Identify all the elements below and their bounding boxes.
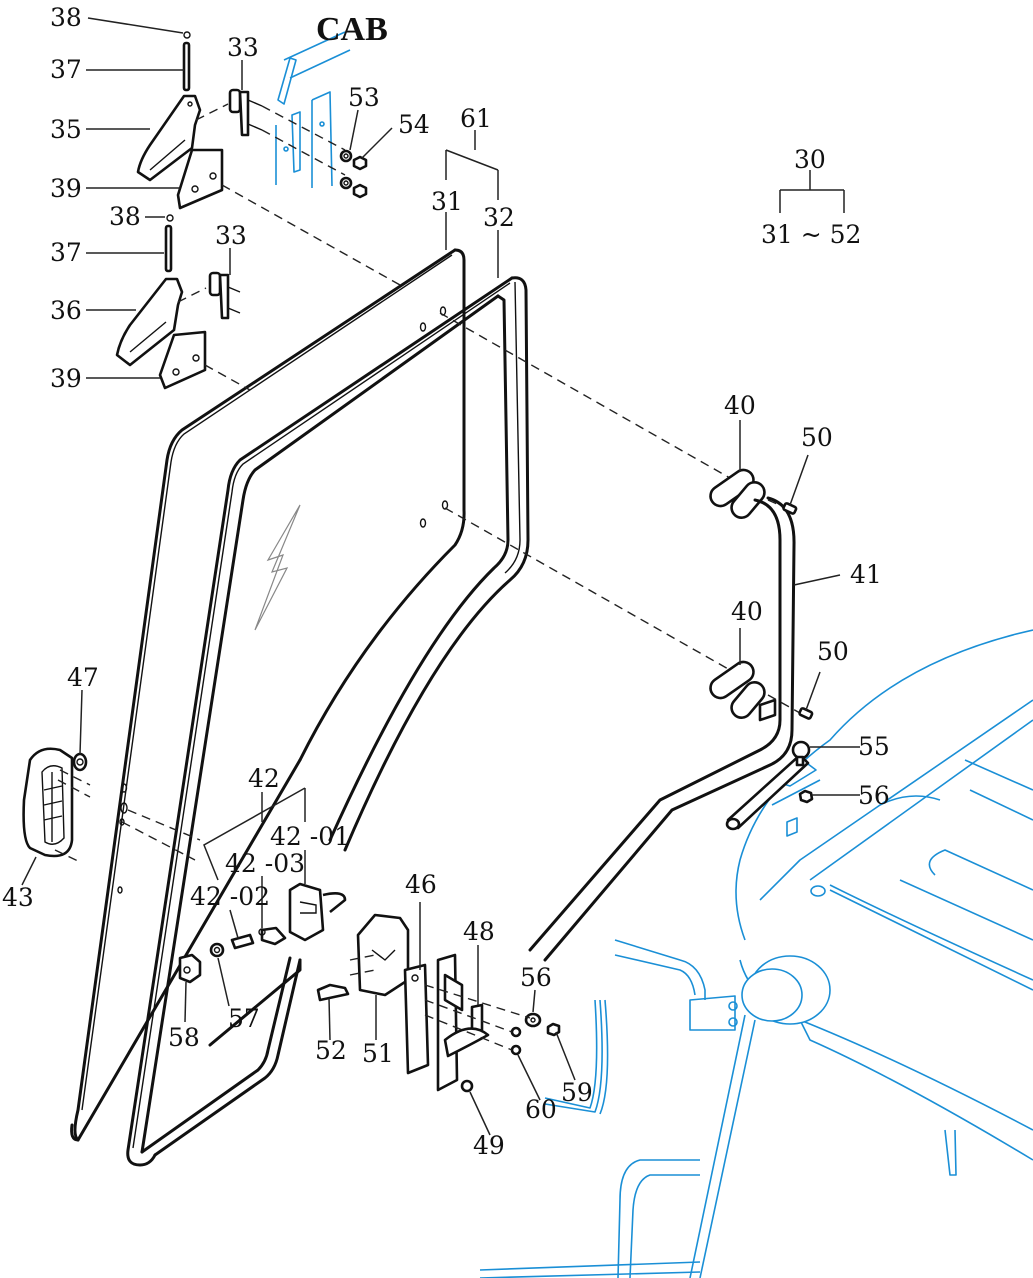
callout-38: 38 xyxy=(109,202,141,231)
part-31-door-glass xyxy=(70,248,466,1142)
callout-42-03: 42 -03 xyxy=(225,849,305,878)
upper-hinge-group xyxy=(136,31,401,286)
page-title: CAB xyxy=(316,11,388,48)
callout-33: 33 xyxy=(215,221,247,250)
callout-35: 35 xyxy=(50,115,82,144)
callout-38: 38 xyxy=(50,3,82,32)
callout-47: 47 xyxy=(67,663,99,692)
callout-61: 61 xyxy=(460,104,492,133)
grab-handle-group xyxy=(439,312,814,962)
gas-strut-group xyxy=(725,740,814,831)
callout-58: 58 xyxy=(168,1023,200,1052)
callout-31: 31 xyxy=(431,187,463,216)
callout-59: 59 xyxy=(561,1078,593,1107)
callout-40: 40 xyxy=(724,391,756,420)
lower-hinge-group xyxy=(115,214,251,391)
glass-reflection-icon xyxy=(254,504,301,631)
callout-56: 56 xyxy=(520,963,552,992)
leader-lines xyxy=(21,17,860,1136)
callout-43: 43 xyxy=(2,883,34,912)
part-32-glass-seal xyxy=(126,276,530,1167)
callout-30: 30 xyxy=(794,145,826,174)
callout-49: 49 xyxy=(473,1131,505,1160)
callout-42: 42 xyxy=(248,764,280,793)
callout-53: 53 xyxy=(348,83,380,112)
callout-51: 51 xyxy=(362,1039,394,1068)
callout-57: 57 xyxy=(228,1004,260,1033)
callout-50: 50 xyxy=(801,423,833,452)
callout-55: 55 xyxy=(858,732,890,761)
callout-48: 48 xyxy=(463,917,495,946)
callout-42-02: 42 -02 xyxy=(190,882,270,911)
callout-32: 32 xyxy=(483,203,515,232)
callout-50: 50 xyxy=(817,637,849,666)
cab-reference-outline xyxy=(275,31,1033,1278)
callout-39: 39 xyxy=(50,174,82,203)
callout-41: 41 xyxy=(850,560,882,589)
callout-52: 52 xyxy=(315,1036,347,1065)
callout-37: 37 xyxy=(50,238,82,267)
callout-39: 39 xyxy=(50,364,82,393)
callout-36: 36 xyxy=(50,296,82,325)
callout-54: 54 xyxy=(398,110,430,139)
callout-33: 33 xyxy=(227,33,259,62)
callout-range-31-52: 31 ~ 52 xyxy=(761,220,861,249)
callout-42-01: 42 -01 xyxy=(270,822,350,851)
callout-46: 46 xyxy=(405,870,437,899)
callout-56: 56 xyxy=(858,781,890,810)
callout-37: 37 xyxy=(50,55,82,84)
callout-60: 60 xyxy=(525,1095,557,1124)
outer-handle-group xyxy=(22,747,201,863)
lock-set-group xyxy=(178,882,347,984)
latch-group xyxy=(316,913,561,1093)
callout-40: 40 xyxy=(731,597,763,626)
